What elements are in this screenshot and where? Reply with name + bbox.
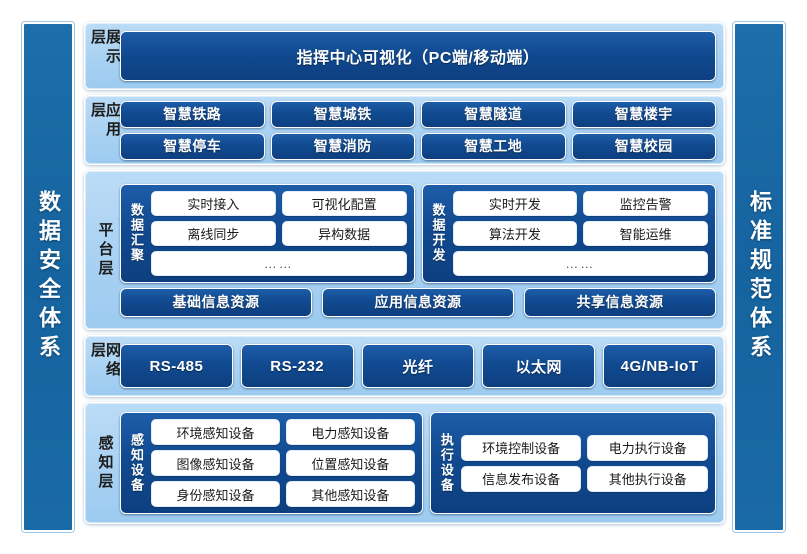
- network-item-rs232[interactable]: RS-232: [240, 344, 354, 388]
- resource-application-information[interactable]: 应用信息资源: [322, 287, 514, 317]
- right-pillar-label: 标准规范体系: [747, 190, 772, 364]
- app-item-smart-firefighting[interactable]: 智慧消防: [270, 132, 415, 160]
- chip-monitoring-alarm[interactable]: 监控告警: [583, 190, 708, 216]
- aggregation-row-3: ……: [151, 250, 407, 276]
- perception-groups: 感知设备 环境感知设备 电力感知设备 图像感知设备 位置感知设备: [120, 412, 716, 514]
- layer-application-body: 智慧铁路 智慧城铁 智慧隧道 智慧楼宇 智慧停车 智慧消防 智慧工地 智慧校园: [120, 100, 716, 160]
- left-pillar-data-security: 数据安全体系: [22, 22, 74, 532]
- chip-development-more[interactable]: ……: [452, 250, 708, 276]
- resource-shared-information[interactable]: 共享信息资源: [524, 287, 716, 317]
- app-item-smart-tunnel[interactable]: 智慧隧道: [421, 100, 566, 128]
- aggregation-row-2: 离线同步 异构数据: [151, 220, 407, 246]
- chip-power-sensing-device[interactable]: 电力感知设备: [285, 419, 415, 445]
- sensing-row-1: 环境感知设备 电力感知设备: [151, 419, 415, 445]
- left-pillar-label: 数据安全体系: [36, 190, 61, 364]
- group-data-development: 数据开发 实时开发 监控告警 算法开发 智能运维 ……: [421, 183, 716, 283]
- chip-location-sensing-device[interactable]: 位置感知设备: [285, 450, 415, 476]
- actuating-row-2: 信息发布设备 其他执行设备: [460, 465, 709, 492]
- app-item-smart-parking[interactable]: 智慧停车: [120, 132, 265, 160]
- development-row-2: 算法开发 智能运维: [452, 220, 708, 246]
- app-item-smart-metro[interactable]: 智慧城铁: [270, 100, 415, 128]
- information-resource-row: 基础信息资源 应用信息资源 共享信息资源: [120, 287, 716, 317]
- command-center-visualization-bar[interactable]: 指挥中心可视化（PC端/移动端）: [120, 31, 716, 81]
- chip-other-sensing-device[interactable]: 其他感知设备: [285, 481, 415, 507]
- application-row-2: 智慧停车 智慧消防 智慧工地 智慧校园: [120, 132, 716, 160]
- layer-perception-body: 感知设备 环境感知设备 电力感知设备 图像感知设备 位置感知设备: [120, 412, 716, 514]
- group-actuating-devices-grid: 环境控制设备 电力执行设备 信息发布设备 其他执行设备: [460, 434, 709, 492]
- layer-application: 应用层 智慧铁路 智慧城铁 智慧隧道 智慧楼宇 智慧停车 智慧消防 智慧工地 智…: [84, 95, 725, 165]
- group-data-aggregation-grid: 实时接入 可视化配置 离线同步 异构数据 ……: [151, 190, 407, 276]
- chip-algorithm-development[interactable]: 算法开发: [452, 220, 578, 246]
- layer-application-label: 应用层: [89, 102, 121, 140]
- chip-visual-configuration[interactable]: 可视化配置: [281, 190, 407, 216]
- network-row: RS-485 RS-232 光纤 以太网 4G/NB-IoT: [120, 344, 716, 388]
- development-row-3: ……: [452, 250, 708, 276]
- resource-basic-information[interactable]: 基础信息资源: [120, 287, 312, 317]
- group-actuating-devices-title: 执行设备: [438, 433, 454, 493]
- layer-network: 网络层 RS-485 RS-232 光纤 以太网 4G/NB-IoT: [84, 335, 725, 397]
- layer-presentation-body: 指挥中心可视化（PC端/移动端）: [120, 31, 716, 81]
- network-item-fiber[interactable]: 光纤: [361, 344, 475, 388]
- chip-realtime-ingest[interactable]: 实时接入: [151, 190, 276, 216]
- aggregation-row-1: 实时接入 可视化配置: [151, 190, 407, 216]
- chip-aggregation-more[interactable]: ……: [151, 250, 407, 276]
- network-item-4g-nbiot[interactable]: 4G/NB-IoT: [603, 344, 716, 388]
- development-row-1: 实时开发 监控告警: [452, 190, 708, 216]
- chip-intelligent-operations[interactable]: 智能运维: [583, 220, 708, 246]
- layer-platform-body: 数据汇聚 实时接入 可视化配置 离线同步 异构数据 ……: [120, 183, 716, 317]
- group-sensing-devices-title: 感知设备: [129, 433, 144, 493]
- layer-platform-label: 平台层: [96, 221, 114, 279]
- chip-offline-sync[interactable]: 离线同步: [151, 220, 276, 246]
- chip-environment-sensing-device[interactable]: 环境感知设备: [151, 419, 280, 445]
- group-sensing-devices-grid: 环境感知设备 电力感知设备 图像感知设备 位置感知设备 身份感知设备 其他感知设…: [151, 419, 415, 507]
- sensing-row-2: 图像感知设备 位置感知设备: [151, 450, 415, 476]
- group-sensing-devices: 感知设备 环境感知设备 电力感知设备 图像感知设备 位置感知设备: [120, 412, 423, 514]
- chip-image-sensing-device[interactable]: 图像感知设备: [151, 450, 280, 476]
- network-item-ethernet[interactable]: 以太网: [482, 344, 596, 388]
- chip-realtime-development[interactable]: 实时开发: [452, 190, 578, 216]
- app-item-smart-building[interactable]: 智慧楼宇: [571, 100, 716, 128]
- application-row-1: 智慧铁路 智慧城铁 智慧隧道 智慧楼宇: [120, 100, 716, 128]
- group-data-aggregation-title: 数据汇聚: [129, 203, 144, 263]
- actuating-row-1: 环境控制设备 电力执行设备: [460, 434, 709, 461]
- sensing-row-3: 身份感知设备 其他感知设备: [151, 481, 415, 507]
- chip-heterogeneous-data[interactable]: 异构数据: [281, 220, 407, 246]
- layer-perception-label: 感知层: [96, 434, 114, 492]
- app-item-smart-railway[interactable]: 智慧铁路: [120, 100, 265, 128]
- chip-environment-control-device[interactable]: 环境控制设备: [460, 434, 582, 461]
- chip-identity-sensing-device[interactable]: 身份感知设备: [151, 481, 280, 507]
- layer-perception: 感知层 感知设备 环境感知设备 电力感知设备 图像感知设备: [84, 402, 725, 524]
- group-data-aggregation: 数据汇聚 实时接入 可视化配置 离线同步 异构数据 ……: [120, 183, 415, 283]
- network-item-rs485[interactable]: RS-485: [120, 344, 233, 388]
- layer-presentation: 展示层 指挥中心可视化（PC端/移动端）: [84, 22, 725, 90]
- layer-network-label: 网络层: [89, 342, 121, 380]
- app-item-smart-campus[interactable]: 智慧校园: [571, 132, 716, 160]
- layer-presentation-label: 展示层: [89, 29, 121, 67]
- right-pillar-standards: 标准规范体系: [733, 22, 785, 532]
- group-actuating-devices: 执行设备 环境控制设备 电力执行设备 信息发布设备 其他执行设备: [429, 412, 716, 514]
- platform-groups: 数据汇聚 实时接入 可视化配置 离线同步 异构数据 ……: [120, 183, 716, 283]
- chip-other-actuating-device[interactable]: 其他执行设备: [587, 465, 709, 492]
- chip-information-release-device[interactable]: 信息发布设备: [460, 465, 582, 492]
- group-data-development-grid: 实时开发 监控告警 算法开发 智能运维 ……: [452, 190, 708, 276]
- app-item-smart-construction-site[interactable]: 智慧工地: [421, 132, 566, 160]
- chip-power-actuating-device[interactable]: 电力执行设备: [587, 434, 709, 461]
- layer-network-body: RS-485 RS-232 光纤 以太网 4G/NB-IoT: [120, 344, 716, 388]
- group-data-development-title: 数据开发: [430, 203, 446, 263]
- layer-stack: 展示层 指挥中心可视化（PC端/移动端） 应用层 智慧铁路 智慧城铁 智慧隧道 …: [84, 22, 725, 532]
- layer-platform: 平台层 数据汇聚 实时接入 可视化配置 离线同步 异: [84, 170, 725, 330]
